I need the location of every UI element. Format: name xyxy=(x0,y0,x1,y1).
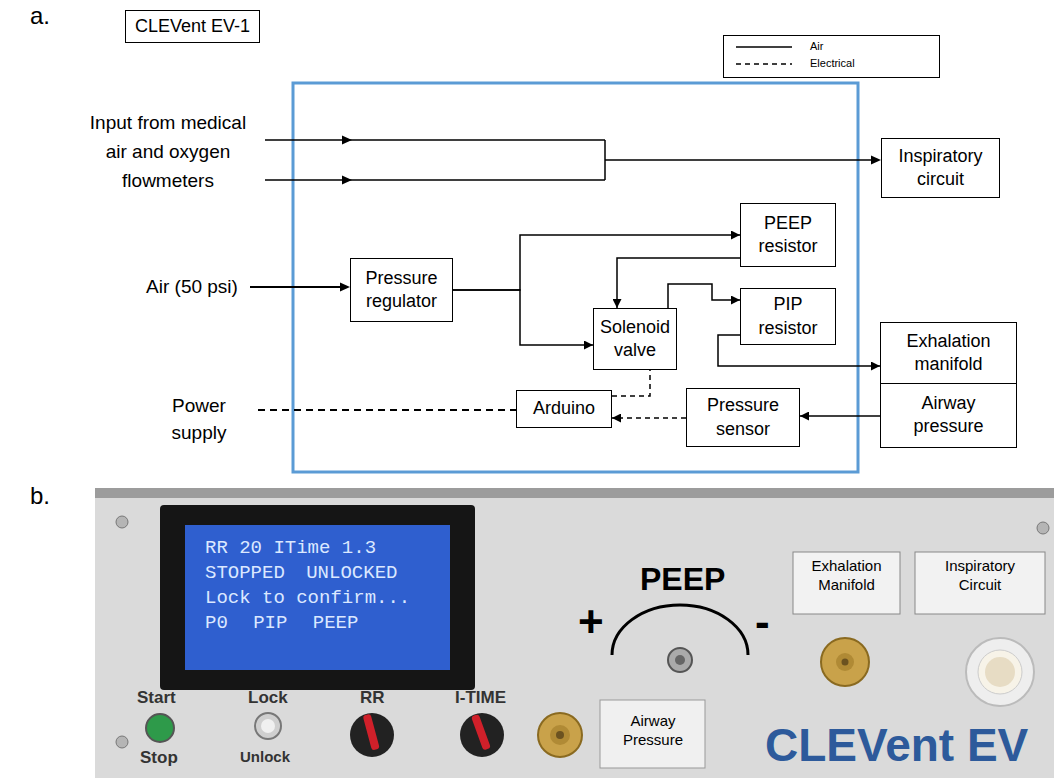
port-label: Exhalation Manifold xyxy=(796,557,897,595)
box-text: Solenoid valve xyxy=(598,316,672,363)
arrow-head xyxy=(342,136,352,145)
component-box: Inspiratory circuit xyxy=(881,138,1000,198)
screw xyxy=(116,736,128,748)
component-box: Pressure regulator xyxy=(350,258,453,322)
component-box: PEEP resistor xyxy=(740,203,836,267)
white-fitting-hole xyxy=(985,657,1015,687)
sticker xyxy=(600,700,705,768)
control-label: PEEP xyxy=(640,560,725,598)
lock-button-cap xyxy=(261,719,275,733)
button-label: Unlock xyxy=(240,748,290,766)
peep-knob-center xyxy=(675,655,685,665)
signal-wire xyxy=(612,417,686,419)
input-line xyxy=(265,140,872,180)
control-label: - xyxy=(755,596,770,649)
brass-fitting xyxy=(821,638,869,686)
brand-name: CLEVent EV xyxy=(765,718,1028,773)
sticker xyxy=(793,552,900,614)
input-label: Input from medical air and oxygen flowme… xyxy=(83,108,253,195)
start-button xyxy=(146,714,174,742)
fitting-hole xyxy=(842,659,849,666)
fitting-hole xyxy=(556,731,564,739)
title-box: CLEVent EV-1 xyxy=(125,10,260,43)
supply-label: Power supply xyxy=(168,392,230,446)
device-outline xyxy=(293,83,858,472)
component-box: Airway pressure xyxy=(880,383,1017,449)
box-text: PEEP resistor xyxy=(745,212,831,259)
knob-pointer xyxy=(471,714,491,751)
peep-knob xyxy=(668,648,692,672)
brass-fitting xyxy=(538,713,582,757)
brass-fitting-nozzle xyxy=(550,725,570,745)
air-line xyxy=(453,290,593,345)
knob-pointer xyxy=(363,714,380,751)
legend-text: Electrical xyxy=(810,56,855,70)
box-text: Exhalation manifold xyxy=(885,330,1012,377)
button-label: Start xyxy=(137,688,176,708)
panel-edge xyxy=(95,488,1054,498)
box-text: Inspiratory circuit xyxy=(886,145,995,192)
itime-knob xyxy=(460,713,504,757)
supply-label: Air (50 psi) xyxy=(140,276,244,299)
component-box: Solenoid valve xyxy=(593,308,677,370)
port-label: Airway Pressure xyxy=(608,712,698,750)
white-fitting xyxy=(966,638,1034,706)
screw xyxy=(116,516,128,528)
knob-label: I-TIME xyxy=(455,688,506,708)
screw xyxy=(1037,522,1049,534)
component-box: Exhalation manifold xyxy=(880,322,1017,384)
brass-fitting-nozzle xyxy=(836,653,854,671)
air-line xyxy=(250,286,342,288)
sticker xyxy=(915,552,1045,614)
lock-button xyxy=(255,713,281,739)
lcd-line: STOPPED UNLOCKED xyxy=(205,562,397,585)
rr-knob xyxy=(350,713,394,757)
air-line xyxy=(617,258,740,308)
air-line xyxy=(453,235,740,290)
box-text: PIP resistor xyxy=(745,293,831,340)
arrow-head xyxy=(871,156,881,165)
control-label: + xyxy=(578,596,604,649)
signal-wire xyxy=(612,370,650,396)
box-text: Airway pressure xyxy=(885,392,1012,439)
arrow-head xyxy=(340,283,350,292)
component-box: Pressure sensor xyxy=(686,388,800,447)
air-line xyxy=(668,284,740,308)
legend-sample xyxy=(736,42,792,52)
box-text: Pressure regulator xyxy=(355,267,448,314)
air-line xyxy=(800,415,880,417)
box-text: Arduino xyxy=(533,397,595,420)
button-label: Lock xyxy=(248,688,288,708)
power-wire xyxy=(258,409,516,411)
lcd-screen xyxy=(185,525,450,670)
legend-sample xyxy=(736,59,792,69)
legend-line xyxy=(736,46,792,48)
panel xyxy=(95,488,1054,778)
white-fitting-rim xyxy=(978,650,1022,694)
button-label: Stop xyxy=(140,748,178,768)
lcd-line: P0 PIP PEEP xyxy=(205,612,358,635)
lcd-bezel xyxy=(160,505,475,690)
panel-letter: a. xyxy=(30,2,50,31)
arrow-head xyxy=(342,176,352,185)
port-label: Inspiratory Circuit xyxy=(930,557,1030,595)
component-box: PIP resistor xyxy=(740,288,836,345)
box-text: Pressure sensor xyxy=(691,394,795,441)
lcd-line: RR 20 ITime 1.3 xyxy=(205,537,376,560)
panel-letter: b. xyxy=(30,482,50,511)
lcd-line: Lock to confirm... xyxy=(205,587,410,610)
knob-label: RR xyxy=(360,688,385,708)
legend-box: AirElectrical xyxy=(723,35,940,78)
legend-text: Air xyxy=(810,39,823,53)
legend-line xyxy=(736,63,792,65)
component-box: Arduino xyxy=(516,390,612,428)
